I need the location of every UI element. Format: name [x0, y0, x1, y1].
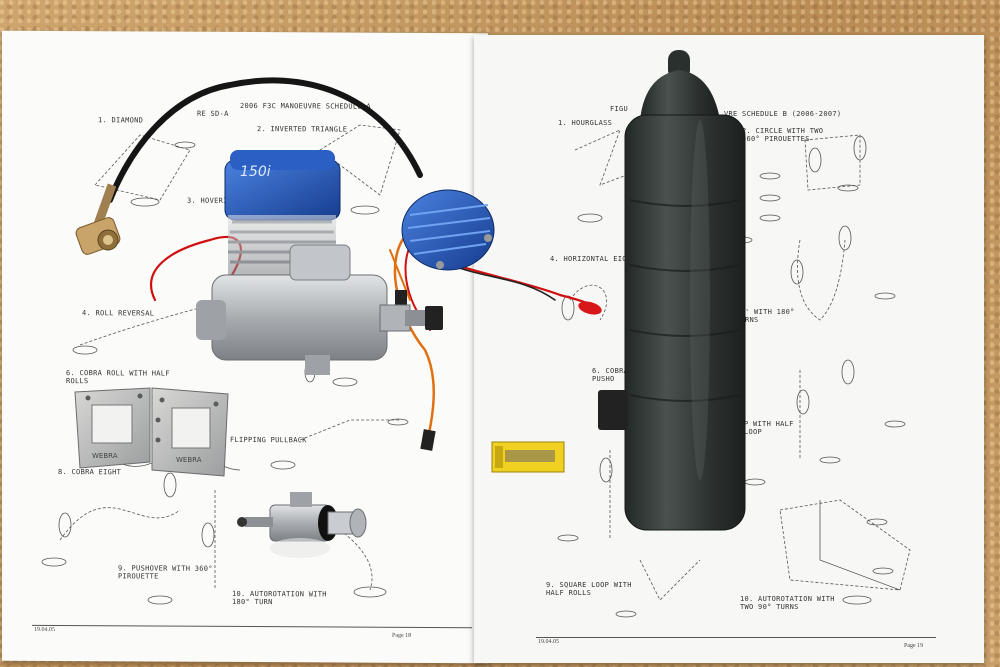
- engine-badge: 150i: [240, 164, 271, 180]
- carburetor: [237, 492, 367, 558]
- right-manoeuvre-label-2: 2. CIRCLE WITH TWO 360° PIROUETTES: [742, 127, 824, 143]
- right-manoeuvre-label-4: 4. HORIZONTAL EIGHT: [550, 255, 636, 263]
- model-engine: 150i: [196, 150, 443, 375]
- engine-mount-plate: WEBRA WEBRA: [74, 387, 229, 477]
- spark-plug-box: [491, 441, 565, 473]
- right-manoeuvre-label-5: 'M' WITH 180° TURNS: [736, 308, 795, 324]
- right-page-header: VRE SCHEDULE B (2006-2007): [724, 110, 842, 118]
- right-manoeuvre-label-6: 6. COBRA PUSHO: [592, 367, 629, 383]
- ignition-cable: [75, 77, 423, 255]
- mount-label-b: WEBRA: [176, 456, 202, 464]
- right-footer-date: 19.04.05: [538, 639, 559, 645]
- right-manoeuvre-label-7: P WITH HALF LOOP: [744, 420, 794, 436]
- right-footer-rule: [536, 637, 936, 638]
- right-manoeuvre-label-1: 1. HOURGLASS: [558, 119, 613, 127]
- tuned-pipe-muffler: [598, 50, 746, 531]
- ignition-module: [401, 189, 495, 271]
- right-manoeuvre-label-10: 10. AUTOROTATION WITH TWO 90° TURNS: [740, 595, 835, 611]
- mount-label-a: WEBRA: [92, 452, 118, 460]
- right-header-prefix: FIGU: [610, 105, 629, 113]
- right-footer-page: Page 19: [904, 643, 924, 649]
- right-manoeuvre-label-9: 9. SQUARE LOOP WITH HALF ROLLS: [546, 581, 632, 597]
